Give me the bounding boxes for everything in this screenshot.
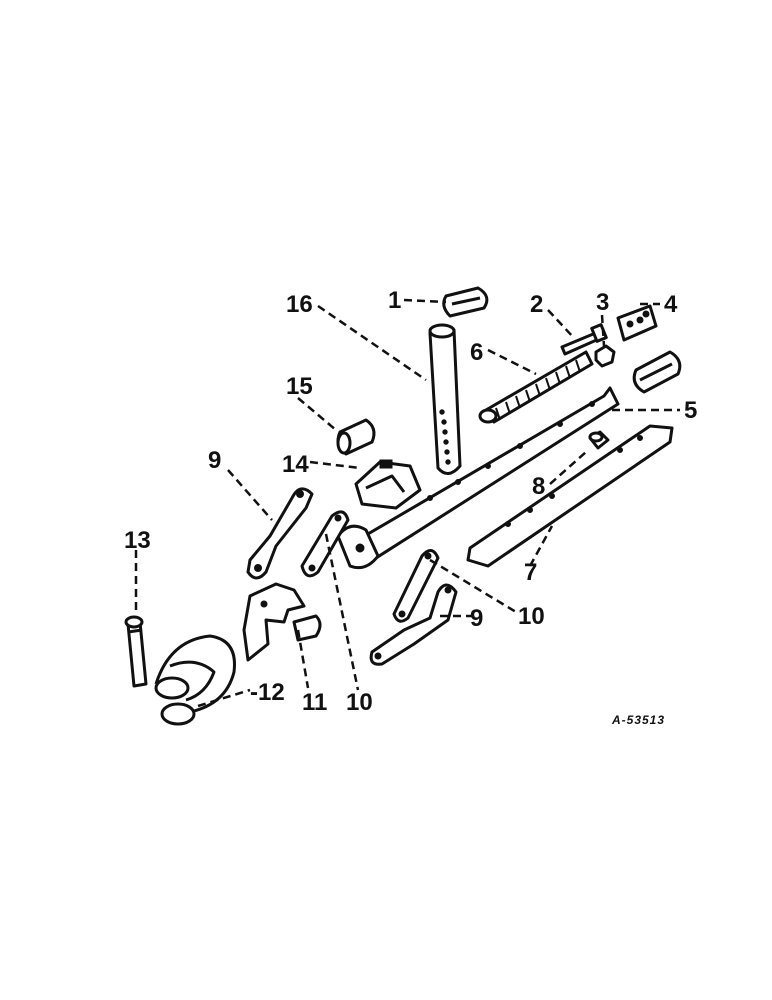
- part-16-tube: [428, 323, 462, 475]
- callout-13: 13: [124, 527, 151, 554]
- leader-11: [296, 629, 310, 689]
- part-9-strap-left: [246, 487, 314, 580]
- part-7-flat-bar: [466, 424, 674, 568]
- callout-6: 6: [470, 339, 483, 366]
- part-14-latch-block: [354, 459, 422, 510]
- part-13-pin: [124, 615, 148, 688]
- callout-4: 4: [664, 291, 678, 318]
- part-1-clevis: [442, 286, 489, 318]
- leader-10-center: [324, 533, 360, 691]
- leader-12: [197, 688, 251, 708]
- part-11-hook-latch: [242, 582, 322, 662]
- callout-15: 15: [286, 373, 313, 400]
- callout-12: -12: [250, 679, 285, 706]
- part-2-bolt: [560, 323, 608, 356]
- part-8-bushing: [588, 430, 610, 450]
- part-10-link-center: [300, 510, 350, 578]
- leader-6: [487, 348, 537, 376]
- part-9-strap-right: [369, 583, 458, 666]
- part-5-lower-link: [336, 386, 620, 570]
- leader-3: [600, 314, 606, 347]
- leader-16: [317, 304, 427, 382]
- clevis-upper-right: [632, 350, 682, 394]
- leader-15: [297, 397, 337, 431]
- leader-1: [403, 298, 447, 304]
- drawing-number: A-53513: [611, 713, 665, 727]
- leader-8: [549, 451, 587, 485]
- callout-9-left: 9: [208, 447, 221, 474]
- callout-3: 3: [596, 289, 609, 316]
- callout-9-right: 9: [470, 605, 483, 632]
- part-12-shackle: [154, 634, 236, 726]
- leader-lines: [134, 298, 680, 708]
- leader-10-right: [429, 558, 517, 614]
- callout-10-center: 10: [346, 689, 373, 716]
- part-3-nut: [594, 344, 616, 368]
- leader-9-left: [227, 469, 273, 521]
- callout-10-right: 10: [518, 603, 545, 630]
- callout-1: 1: [388, 287, 401, 314]
- callout-labels: 16 1 2 3 4 6 15 14 5 8 7 9 9 10 10 11 -1…: [124, 287, 697, 727]
- part-4-bracket: [616, 304, 658, 342]
- callout-11: 11: [302, 689, 327, 716]
- leader-14: [309, 460, 361, 470]
- callout-5: 5: [684, 397, 697, 424]
- leader-2: [547, 309, 575, 339]
- part-6-spring: [478, 350, 594, 424]
- callout-8: 8: [532, 473, 545, 500]
- part-10-link-right: [392, 549, 440, 623]
- callout-16: 16: [286, 291, 313, 318]
- callout-7: 7: [524, 559, 537, 586]
- callout-2: 2: [530, 291, 543, 318]
- leader-7: [528, 525, 554, 567]
- part-15-sleeve: [336, 418, 376, 456]
- callout-14: 14: [282, 451, 309, 478]
